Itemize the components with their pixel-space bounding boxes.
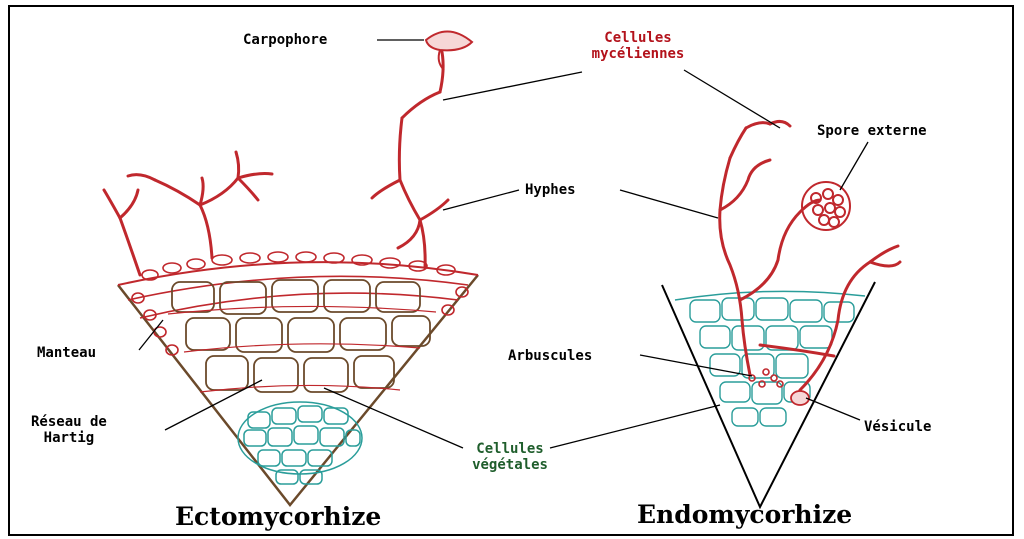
ecto-root-section [118,252,478,505]
label-cellules-vegetales-line2: végétales [460,457,560,473]
label-reseau-line1: Réseau de [31,414,107,430]
label-vesicule: Vésicule [864,419,931,435]
ecto-cortex-cells [172,280,430,392]
label-spore-externe: Spore externe [817,123,927,139]
title-ectomycorhize: Ectomycorhize [175,502,381,531]
label-cellules-vegetales: Cellules végétales [460,441,560,473]
endo-hyphae [720,121,900,390]
label-reseau-line2: Hartig [31,430,107,446]
endo-root-section [662,282,875,507]
label-cellules-myceliennes-line1: Cellules [583,30,693,46]
ecto-hartig-net [168,306,436,392]
ecto-hyphae [104,52,448,275]
leader-lines [139,40,868,448]
carpophore-drawing [426,31,472,70]
label-hyphes: Hyphes [525,182,576,198]
label-arbuscules: Arbuscules [508,348,592,364]
label-cellules-vegetales-line1: Cellules [460,441,560,457]
label-manteau: Manteau [37,345,96,361]
label-carpophore: Carpophore [243,32,327,48]
label-cellules-myceliennes-line2: mycéliennes [583,46,693,62]
label-cellules-myceliennes: Cellules mycéliennes [583,30,693,62]
label-reseau-de-hartig: Réseau de Hartig [31,414,107,446]
external-spore [802,182,850,230]
title-endomycorhize: Endomycorhize [637,500,852,529]
ecto-vascular-cells [238,402,362,484]
